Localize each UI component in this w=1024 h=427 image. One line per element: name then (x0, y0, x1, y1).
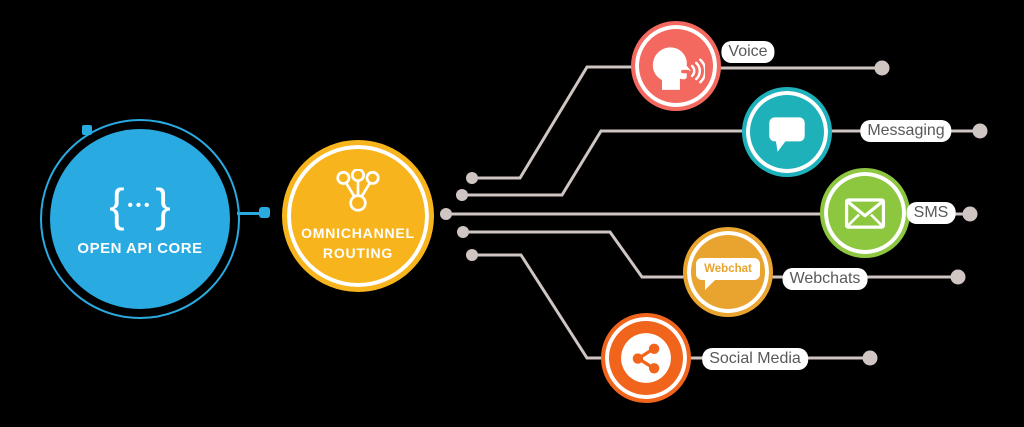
channel-label-webchats: Webchats (782, 268, 868, 290)
channel-node-social-media (601, 313, 691, 403)
webchat-bubble-icon: Webchat (696, 258, 760, 290)
brace-dots-glyph: ••• (127, 197, 153, 214)
share-icon (621, 333, 671, 383)
core-orbit-ring (40, 119, 240, 319)
voice-start-dot (466, 172, 478, 184)
voice-connector-line (472, 65, 634, 180)
core-label: OPEN API CORE (77, 239, 203, 257)
social-end-dot (862, 350, 878, 366)
social-start-dot (466, 249, 478, 261)
channel-label-messaging: Messaging (860, 120, 952, 142)
core-connector-line (237, 212, 260, 215)
webchat-bubble-text: Webchat (704, 263, 752, 275)
channel-node-webchats: Webchat (683, 227, 773, 317)
channel-label-social-media: Social Media (702, 348, 808, 370)
sms-end-dot (962, 206, 978, 222)
messaging-connector-line (462, 129, 744, 197)
webchats-start-dot (457, 226, 469, 238)
open-api-core-node: { ••• } OPEN API CORE (50, 129, 230, 309)
routing-label: OMNICHANNEL ROUTING (301, 224, 415, 263)
channel-node-sms (820, 168, 910, 258)
routing-label-line1: OMNICHANNEL (301, 224, 415, 241)
social-connector-line (472, 253, 603, 360)
core-connector-node (259, 207, 270, 218)
envelope-icon (844, 198, 886, 229)
channel-label-sms: SMS (906, 202, 956, 224)
channel-node-voice (631, 21, 721, 111)
messaging-start-dot (456, 189, 468, 201)
branch-routing-icon (336, 168, 380, 212)
webchats-end-dot (950, 269, 966, 285)
sms-start-dot (440, 208, 452, 220)
chat-bubble-icon (769, 117, 805, 152)
code-braces-icon: { ••• } (109, 182, 171, 228)
core-orbit-node (82, 125, 92, 135)
voice-end-dot (874, 60, 890, 76)
webchat-bubble-tail (705, 279, 717, 290)
channel-label-voice: Voice (721, 41, 775, 63)
routing-label-line2: ROUTING (322, 244, 394, 261)
messaging-end-dot (972, 123, 988, 139)
webchats-connector-line (463, 230, 685, 279)
omnichannel-routing-node: OMNICHANNEL ROUTING (282, 140, 434, 292)
brace-left-glyph: { (109, 178, 125, 231)
brace-right-glyph: } (155, 178, 171, 231)
channel-node-messaging (742, 87, 832, 177)
speaking-head-icon (652, 47, 705, 90)
